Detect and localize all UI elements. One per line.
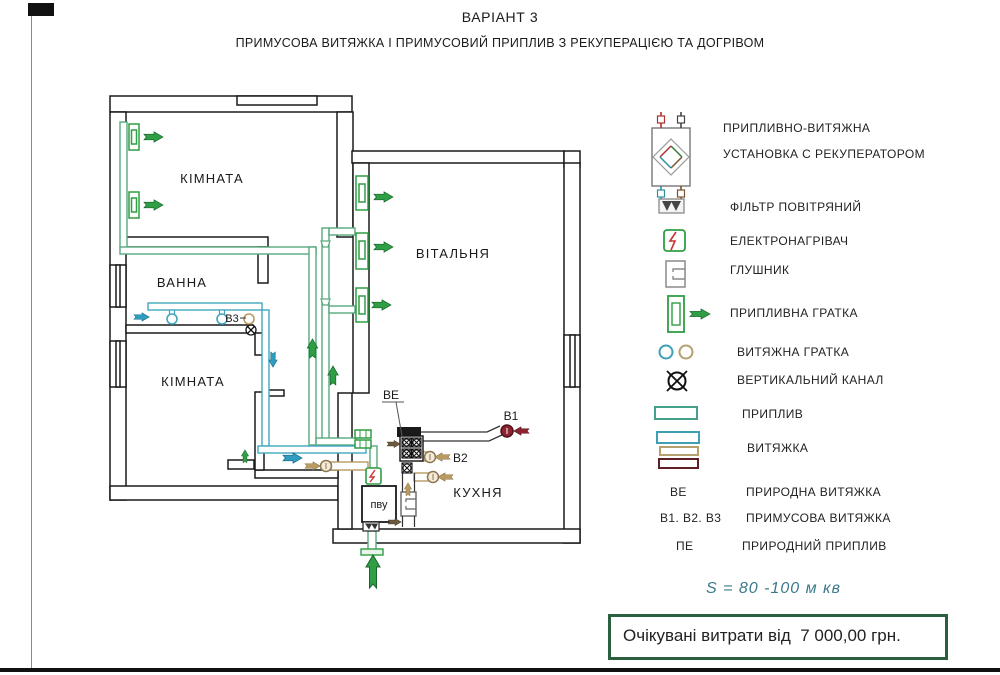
supply-grilles-room1: [128, 123, 140, 219]
heater-symbol: [365, 467, 382, 485]
legend-exhaust-grille-label: ВИТЯЖНА ГРАТКА: [737, 345, 850, 359]
room-label-kimnata-1: КІМНАТА: [180, 171, 244, 186]
exhaust-swatch-maroon: [658, 458, 699, 469]
marker-v1: В1: [504, 409, 519, 423]
marker-v3: В3: [225, 313, 238, 325]
exhaust-ducts-blue: [147, 302, 367, 454]
room-label-kimnata-2: КІМНАТА: [161, 374, 225, 389]
duct-transition-cone: [320, 240, 331, 248]
scan-artifact-line: [31, 16, 32, 668]
legend-pe-label: ПРИРОДНИЙ ПРИПЛИВ: [742, 539, 887, 553]
supply-grille-icon: [667, 295, 711, 333]
window-symbols: [109, 264, 581, 388]
electric-heater-icon: [663, 229, 686, 252]
walls: [109, 95, 581, 544]
kitchen-exhaust-grilles: [319, 424, 514, 484]
exhaust-swatch-tan: [659, 446, 699, 456]
marker-ve: ВЕ: [383, 388, 399, 402]
marker-v2: В2: [453, 451, 468, 465]
ahu-wall-chunk: [397, 427, 421, 437]
legend-supply-label: ПРИПЛИВ: [742, 407, 804, 421]
air-filter-icon: [658, 198, 685, 214]
exhaust-duct-b1: [421, 425, 503, 442]
legend-v123-label: ПРИМУСОВА ВИТЯЖКА: [746, 511, 891, 525]
lightning-icon: [368, 469, 376, 483]
legend-v123-symbol: В1. В2. В3: [660, 511, 722, 525]
ve-leader: [382, 401, 404, 437]
bottom-border-line: [0, 668, 1000, 672]
vertical-channel-icon: [666, 370, 688, 392]
bathroom-exhaust-grilles: [166, 309, 257, 336]
room-label-kuhnya: КУХНЯ: [453, 485, 502, 500]
room-label-vitalnya: ВІТАЛЬНЯ: [416, 246, 490, 261]
legend-heater-label: ЕЛЕКТРОНАГРІВАЧ: [730, 234, 849, 248]
exhaust-grille-icon: [658, 344, 694, 360]
legend-vertical-channel-label: ВЕРТИКАЛЬНИЙ КАНАЛ: [737, 373, 884, 387]
page-subtitle: ПРИМУСОВА ВИТЯЖКА І ПРИМУСОВИЙ ПРИПЛИВ З…: [235, 36, 765, 50]
cost-box: Очікувані витрати від 7 000,00 грн.: [608, 614, 948, 660]
legend-filter-label: ФІЛЬТР ПОВІТРЯНИЙ: [730, 200, 862, 214]
exhaust-swatch-blue: [656, 431, 700, 444]
legend-recuperator-line2: УСТАНОВКА С РЕКУПЕРАТОРОМ: [723, 147, 926, 161]
flow-arrows: [133, 131, 530, 590]
supply-grilles-living: [355, 175, 369, 323]
supply-swatch: [654, 406, 698, 420]
ahu-unit-label: пву: [370, 499, 388, 511]
floor-plan: пву: [109, 95, 581, 590]
filter-symbol: [362, 521, 380, 532]
cost-note: Очікувані витрати від 7 000,00 грн.: [623, 626, 901, 645]
vertical-channel-symbols: [401, 437, 422, 474]
scan-artifact-box: [28, 3, 54, 16]
room-label-vanna: ВАННА: [157, 275, 207, 290]
muffler-icon: [665, 260, 686, 288]
recuperator-icon: [651, 112, 691, 202]
legend-exhaust-label: ВИТЯЖКА: [747, 441, 809, 455]
legend-muffler-label: ГЛУШНИК: [730, 263, 790, 277]
area-note: S = 80 -100 м кв: [706, 580, 841, 597]
legend-pe-symbol: ПЕ: [676, 539, 694, 553]
muffler-symbol: [400, 491, 417, 517]
supply-arrow: [143, 131, 164, 143]
legend-ve-symbol: ВЕ: [670, 485, 687, 499]
duct-transition-cone: [320, 298, 331, 306]
page-title: ВАРІАНТ 3: [461, 9, 539, 25]
ahu-assembly: пву: [361, 435, 424, 532]
legend-ve-label: ПРИРОДНА ВИТЯЖКА: [746, 485, 882, 499]
legend-supply-grille-label: ПРИПЛИВНА ГРАТКА: [730, 306, 858, 320]
intake-flange: [360, 548, 384, 556]
plan-labels: КІМНАТА ВАННА КІМНАТА ВІТАЛЬНЯ КУХНЯ ВЕ …: [157, 171, 519, 500]
legend-recuperator-line1: ПРИПЛИВНО-ВИТЯЖНА: [723, 121, 871, 135]
supply-grilles-kitchen: [354, 429, 372, 449]
outdoor-intake-arrow: [365, 554, 381, 590]
